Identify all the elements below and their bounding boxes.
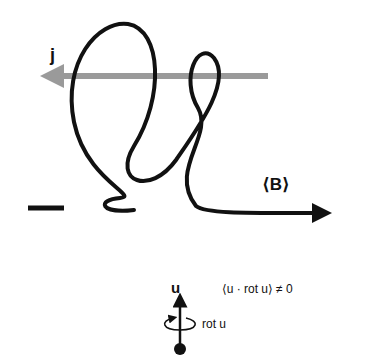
velocity-arrow <box>179 300 182 348</box>
velocity-label: u <box>171 280 180 297</box>
fluid-particle <box>174 343 186 355</box>
field-line <box>72 24 322 213</box>
rotation-arrow <box>165 318 196 330</box>
vorticity-label: rot u <box>202 318 226 331</box>
current-arrow <box>52 73 268 79</box>
field-line-start <box>28 206 64 211</box>
field-label: ⟨B⟩ <box>262 176 290 195</box>
helicity-note: ⟨u · rot u⟩ ≠ 0 <box>222 283 293 296</box>
current-label: j <box>50 46 55 66</box>
